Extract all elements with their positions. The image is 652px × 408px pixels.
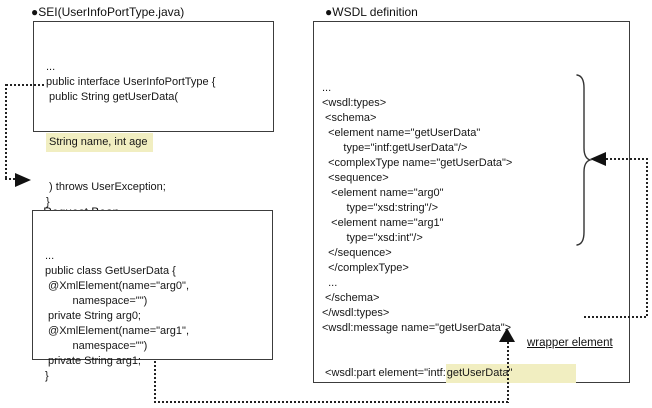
sei-box: ... public interface UserInfoPortType { p… — [33, 21, 274, 208]
code-line: </sequence> — [322, 247, 392, 259]
code-line: <schema> — [322, 112, 377, 124]
wsdl-box: ... <wsdl:types> <schema> <element name="… — [313, 21, 630, 383]
code-line: type="intf:getUserData"/> — [322, 142, 468, 154]
wsdl-code: ... <wsdl:types> <schema> <element name="… — [322, 51, 625, 408]
wsdl-part-highlight: getUserData" — [445, 364, 577, 383]
code-line: namespace="") — [45, 340, 148, 352]
code-line: <element name="arg1" — [322, 217, 444, 229]
code-line: private String arg1; — [45, 355, 141, 367]
wsdl-code-lines-top: ... <wsdl:types> <schema> <element name="… — [322, 81, 625, 336]
code-line: <element name="getUserData" — [322, 127, 481, 139]
wsdl-part-line: <wsdl:part element="intf:getUserData" — [322, 364, 625, 383]
code-line: </wsdl:types> — [322, 307, 390, 319]
connector-bean-to-part-seg3 — [507, 342, 509, 403]
connector-sei-to-bean-seg1 — [6, 84, 44, 86]
code-line: public interface UserInfoPortType { — [46, 76, 216, 88]
code-line: public class GetUserData { — [45, 265, 176, 277]
code-line: <element name="arg0" — [322, 187, 444, 199]
wsdl-part-prefix: <wsdl:part element="intf: — [322, 367, 446, 379]
wsdl-section-title: ●WSDL definition — [325, 5, 418, 19]
arrowhead-right-icon — [15, 173, 31, 187]
request-bean-code-lines: ... public class GetUserData { @XmlElemen… — [45, 249, 268, 384]
code-line: @XmlElement(name="arg0", — [45, 280, 190, 292]
code-line: public String getUserData( — [46, 91, 179, 103]
code-line: ... — [322, 277, 338, 289]
connector-bean-to-part-seg1 — [154, 361, 156, 403]
code-line: ) throws UserException; — [46, 181, 166, 193]
request-bean-box: ... public class GetUserData { @XmlElemen… — [32, 210, 273, 382]
connector-part-to-schema-seg3 — [606, 158, 648, 160]
sei-params-highlight: String name, int age — [46, 133, 154, 152]
wrapper-element-note: wrapper element — [527, 337, 613, 349]
sei-section-title: ●SEI(UserInfoPortType.java) — [31, 5, 185, 19]
code-line: <complexType name="getUserData"> — [322, 157, 513, 169]
connector-part-to-schema-seg2 — [646, 158, 648, 318]
sei-code-lines-top: ... public interface UserInfoPortType { p… — [46, 60, 269, 105]
arrowhead-up-icon — [499, 328, 515, 342]
code-line: ... — [322, 82, 332, 94]
code-line: private String arg0; — [45, 310, 141, 322]
code-line: </schema> — [322, 292, 380, 304]
connector-part-to-schema-seg1 — [584, 316, 648, 318]
connector-sei-to-bean-seg2 — [5, 84, 7, 180]
code-line: type="xsd:string"/> — [322, 202, 439, 214]
code-line: namespace="") — [45, 295, 148, 307]
code-line: @XmlElement(name="arg1", — [45, 325, 190, 337]
sei-highlight-line: String name, int age — [46, 133, 269, 152]
code-line: ... — [45, 250, 55, 262]
sei-code-lines-bottom: ) throws UserException;} — [46, 180, 269, 210]
connector-sei-to-bean-seg3 — [5, 178, 16, 180]
code-line: } — [45, 370, 49, 382]
code-line: <wsdl:message name="getUserData"> — [322, 322, 512, 334]
request-bean-code: ... public class GetUserData { @XmlElemen… — [45, 219, 268, 408]
code-line: </complexType> — [322, 262, 409, 274]
code-line: <sequence> — [322, 172, 389, 184]
sei-code: ... public interface UserInfoPortType { p… — [46, 30, 269, 240]
code-line: } — [46, 196, 50, 208]
code-line: ... — [46, 61, 56, 73]
code-line: <wsdl:types> — [322, 97, 387, 109]
arrowhead-left-icon — [590, 152, 606, 166]
code-line: type="xsd:int"/> — [322, 232, 423, 244]
connector-bean-to-part-seg2 — [154, 401, 509, 403]
